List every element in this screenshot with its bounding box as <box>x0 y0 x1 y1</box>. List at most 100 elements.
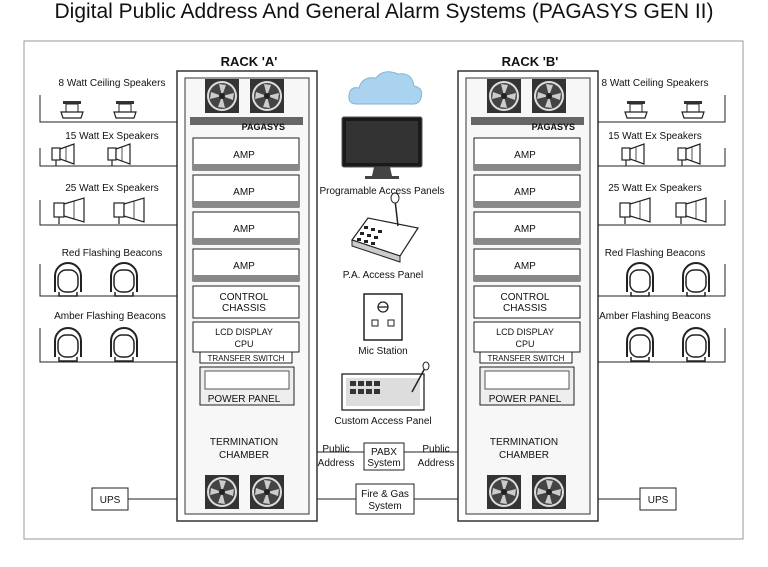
ups-box-right <box>639 487 677 511</box>
rack-a: RACK 'A' PAGASYS AMP AMP AMP AMP <box>176 54 318 522</box>
rack-a-title: RACK 'A' <box>221 54 278 69</box>
horn-speaker-icon <box>619 197 651 225</box>
custom-panel-icon <box>341 361 430 411</box>
amp-module: AMP <box>192 248 300 282</box>
rack-b: RACK 'B' PAGASYS AMP AMP AMP AMP <box>457 54 599 522</box>
diagram-title: Digital Public Address And General Alarm… <box>54 0 714 23</box>
termination-label: TERMINATION <box>490 437 558 448</box>
svg-text:Amber Flashing Beacons: Amber Flashing Beacons <box>54 311 166 322</box>
svg-text:25 Watt Ex Speakers: 25 Watt Ex Speakers <box>65 183 159 194</box>
fire-gas-box <box>355 483 415 515</box>
mic-station-icon <box>363 293 403 341</box>
amp-label: AMP <box>514 150 536 161</box>
left-15w-speakers: 15 Watt Ex Speakers <box>39 131 177 167</box>
lcd-display-label: LCD DISPLAY <box>496 327 554 337</box>
right-15w-speakers: 15 Watt Ex Speakers <box>598 131 726 167</box>
fan-icon <box>532 79 566 113</box>
fan-icon <box>205 475 239 509</box>
beacon-icon <box>682 327 710 362</box>
fan-icon <box>250 79 284 113</box>
svg-text:15 Watt Ex Speakers: 15 Watt Ex Speakers <box>65 131 159 142</box>
horn-speaker-icon <box>107 143 131 167</box>
ceiling-speaker-icon <box>60 100 84 119</box>
svg-text:Address: Address <box>418 458 455 469</box>
beacon-icon <box>682 262 710 297</box>
beacon-icon <box>626 262 654 297</box>
svg-text:25 Watt Ex Speakers: 25 Watt Ex Speakers <box>608 183 702 194</box>
svg-text:CHASSIS: CHASSIS <box>222 303 266 314</box>
svg-text:Amber Flashing Beacons: Amber Flashing Beacons <box>599 311 711 322</box>
termination-label: TERMINATION <box>210 437 278 448</box>
pabx-box <box>363 442 405 471</box>
amp-label: AMP <box>233 261 255 272</box>
rack-b-title: RACK 'B' <box>502 54 559 69</box>
svg-text:Address: Address <box>318 458 355 469</box>
beacon-icon <box>54 327 82 362</box>
transfer-switch-label: TRANSFER SWITCH <box>488 354 565 363</box>
right-amber-beacons: Amber Flashing Beacons <box>598 311 726 363</box>
right-25w-speakers: 25 Watt Ex Speakers <box>598 183 726 226</box>
horn-speaker-icon <box>621 143 645 167</box>
beacon-icon <box>54 262 82 297</box>
monitor-icon <box>341 116 423 179</box>
fan-icon <box>250 475 284 509</box>
custom-access-panel-label: Custom Access Panel <box>334 416 431 427</box>
beacon-icon <box>626 327 654 362</box>
public-address-left: Public <box>322 444 349 455</box>
transfer-switch-label: TRANSFER SWITCH <box>208 354 285 363</box>
beacon-icon <box>110 327 138 362</box>
ceiling-speaker-icon <box>113 100 137 119</box>
ceiling-speaker-icon <box>624 100 648 119</box>
amp-label: AMP <box>514 187 536 198</box>
horn-speaker-icon <box>51 143 75 167</box>
ups-label: UPS <box>648 495 669 506</box>
right-red-beacons: Red Flashing Beacons <box>598 248 726 297</box>
svg-text:System: System <box>368 501 401 512</box>
mic-station-label: Mic Station <box>358 346 407 357</box>
public-address-right: Public <box>422 444 449 455</box>
amp-module: AMP <box>192 211 300 245</box>
amp-label: AMP <box>514 261 536 272</box>
beacon-icon <box>110 262 138 297</box>
amp-label: AMP <box>514 224 536 235</box>
amp-label: AMP <box>233 187 255 198</box>
horn-speaker-icon <box>113 197 145 225</box>
amp-label: AMP <box>233 150 255 161</box>
programable-panels-label: Programable Access Panels <box>319 186 444 197</box>
svg-text:Red Flashing Beacons: Red Flashing Beacons <box>605 248 706 259</box>
rack-a-brand: PAGASYS <box>242 122 285 132</box>
ups-label: UPS <box>100 495 121 506</box>
svg-text:CHAMBER: CHAMBER <box>499 450 549 461</box>
rack-b-brand: PAGASYS <box>532 122 575 132</box>
svg-text:CONTROL: CONTROL <box>501 292 550 303</box>
control-chassis: CONTROL CHASSIS <box>192 285 300 319</box>
fan-icon <box>487 475 521 509</box>
right-ceiling-speakers: 8 Watt Ceiling Speakers <box>598 78 726 123</box>
amp-module: AMP <box>192 174 300 208</box>
power-panel-label: POWER PANEL <box>208 394 281 405</box>
svg-text:CONTROL: CONTROL <box>220 292 269 303</box>
left-ceiling-speakers: 8 Watt Ceiling Speakers <box>39 78 177 123</box>
cloud-icon <box>348 71 423 105</box>
amp-module: AMP <box>473 211 581 245</box>
pa-panel-icon <box>351 192 419 263</box>
ups-box-left <box>91 487 129 511</box>
left-red-beacons: Red Flashing Beacons <box>39 248 177 297</box>
horn-speaker-icon <box>675 197 707 225</box>
amp-module: AMP <box>473 174 581 208</box>
svg-text:System: System <box>367 458 400 469</box>
amp-module: AMP <box>473 137 581 171</box>
left-25w-speakers: 25 Watt Ex Speakers <box>39 183 177 226</box>
lcd-display-label: LCD DISPLAY <box>215 327 273 337</box>
svg-text:Red Flashing Beacons: Red Flashing Beacons <box>62 248 163 259</box>
amp-module: AMP <box>192 137 300 171</box>
svg-text:15 Watt Ex Speakers: 15 Watt Ex Speakers <box>608 131 702 142</box>
fan-icon <box>487 79 521 113</box>
svg-text:8 Watt Ceiling Speakers: 8 Watt Ceiling Speakers <box>602 78 709 89</box>
pa-access-panel-label: P.A. Access Panel <box>343 270 423 281</box>
horn-speaker-icon <box>53 197 85 225</box>
cpu-label: CPU <box>234 339 253 349</box>
svg-text:CHAMBER: CHAMBER <box>219 450 269 461</box>
amp-module: AMP <box>473 248 581 282</box>
